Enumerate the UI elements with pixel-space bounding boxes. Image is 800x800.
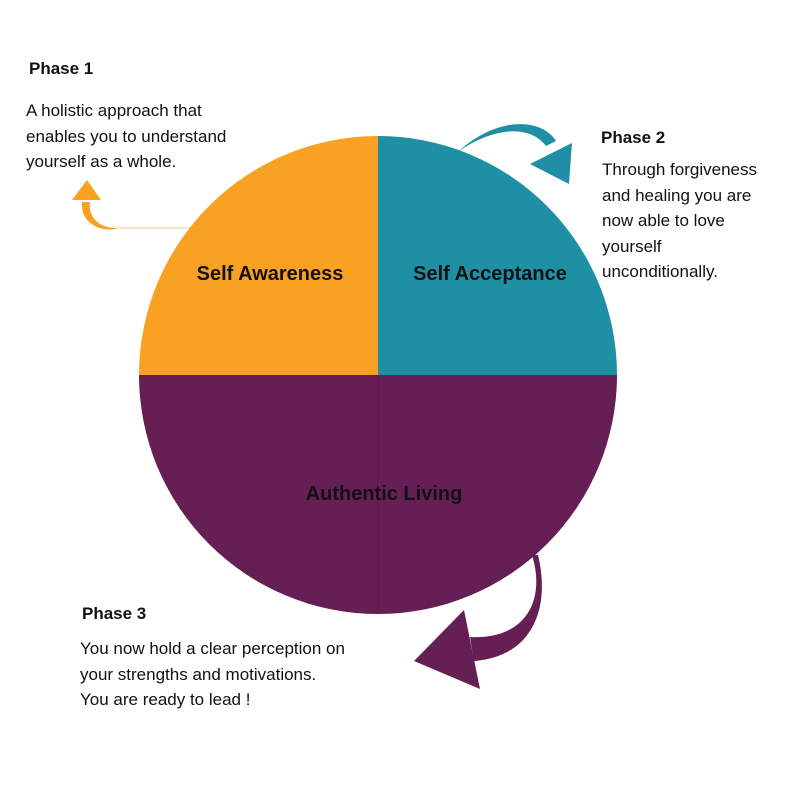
phase2-line: Through forgiveness [602,160,757,179]
phase1-line: A holistic approach that [26,101,202,120]
phase3-line: You are ready to lead ! [80,690,251,709]
phase1-line: yourself as a whole. [26,152,177,171]
phase2-line: unconditionally. [602,262,718,281]
phase1-description: A holistic approach that enables you to … [26,98,226,175]
self-awareness-quadrant [139,136,378,375]
phase2-line: and healing you are [602,185,752,205]
phase2-line: yourself [602,236,662,256]
curved-arrow-down-left-icon [414,555,542,689]
phase1-line: enables you to understand [26,126,227,146]
phase3-line: your strengths and motivations. [80,664,317,684]
phase3-line: You now hold a clear perception on [80,639,345,658]
curved-arrow-up-icon [72,180,190,230]
authentic-living-label: Authentic Living [306,483,463,505]
self-acceptance-quadrant [378,136,617,375]
phase1-title: Phase 1 [29,59,94,78]
phase2-description: Through forgiveness and healing you are … [602,157,757,285]
phase3-title: Phase 3 [82,604,147,623]
phase2-line: now able to love [602,211,725,230]
phase2-title: Phase 2 [601,128,666,147]
self-awareness-label: Self Awareness [197,263,344,285]
self-acceptance-label: Self Acceptance [413,263,567,285]
curved-arrow-clockwise-icon [458,124,572,184]
phase3-description: You now hold a clear perception on your … [80,636,345,713]
